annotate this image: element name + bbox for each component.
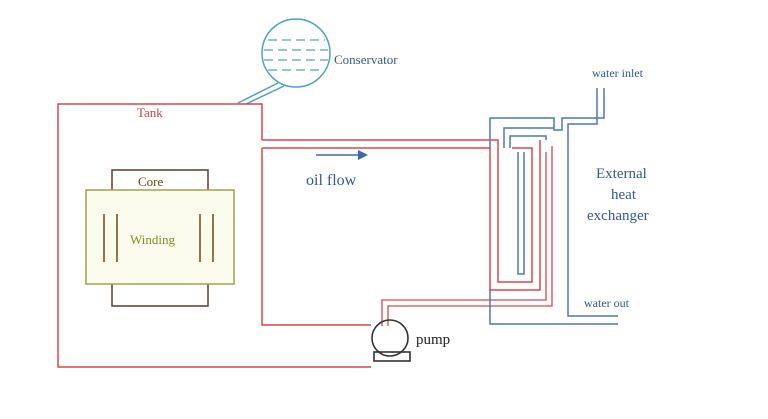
heat-exchanger-label-line2: heat <box>611 187 637 203</box>
heat-exchanger <box>489 88 618 325</box>
oil-flow-label: oil flow <box>306 172 357 189</box>
water-out-label: water out <box>584 296 630 310</box>
oil-return-pipe <box>381 146 553 326</box>
conservator <box>237 18 331 105</box>
heat-exchanger-label-line1: External <box>596 166 647 182</box>
winding-label: Winding <box>130 232 175 247</box>
conservator-label: Conservator <box>334 52 398 67</box>
water-inlet-label: water inlet <box>592 66 644 80</box>
oil-flow-arrow <box>316 150 368 160</box>
core-label: Core <box>138 174 164 189</box>
pump <box>371 319 411 362</box>
winding <box>85 189 235 285</box>
tank-label: Tank <box>137 105 163 120</box>
pump-label: pump <box>416 332 450 348</box>
heat-exchanger-label-line3: exchanger <box>587 208 649 224</box>
